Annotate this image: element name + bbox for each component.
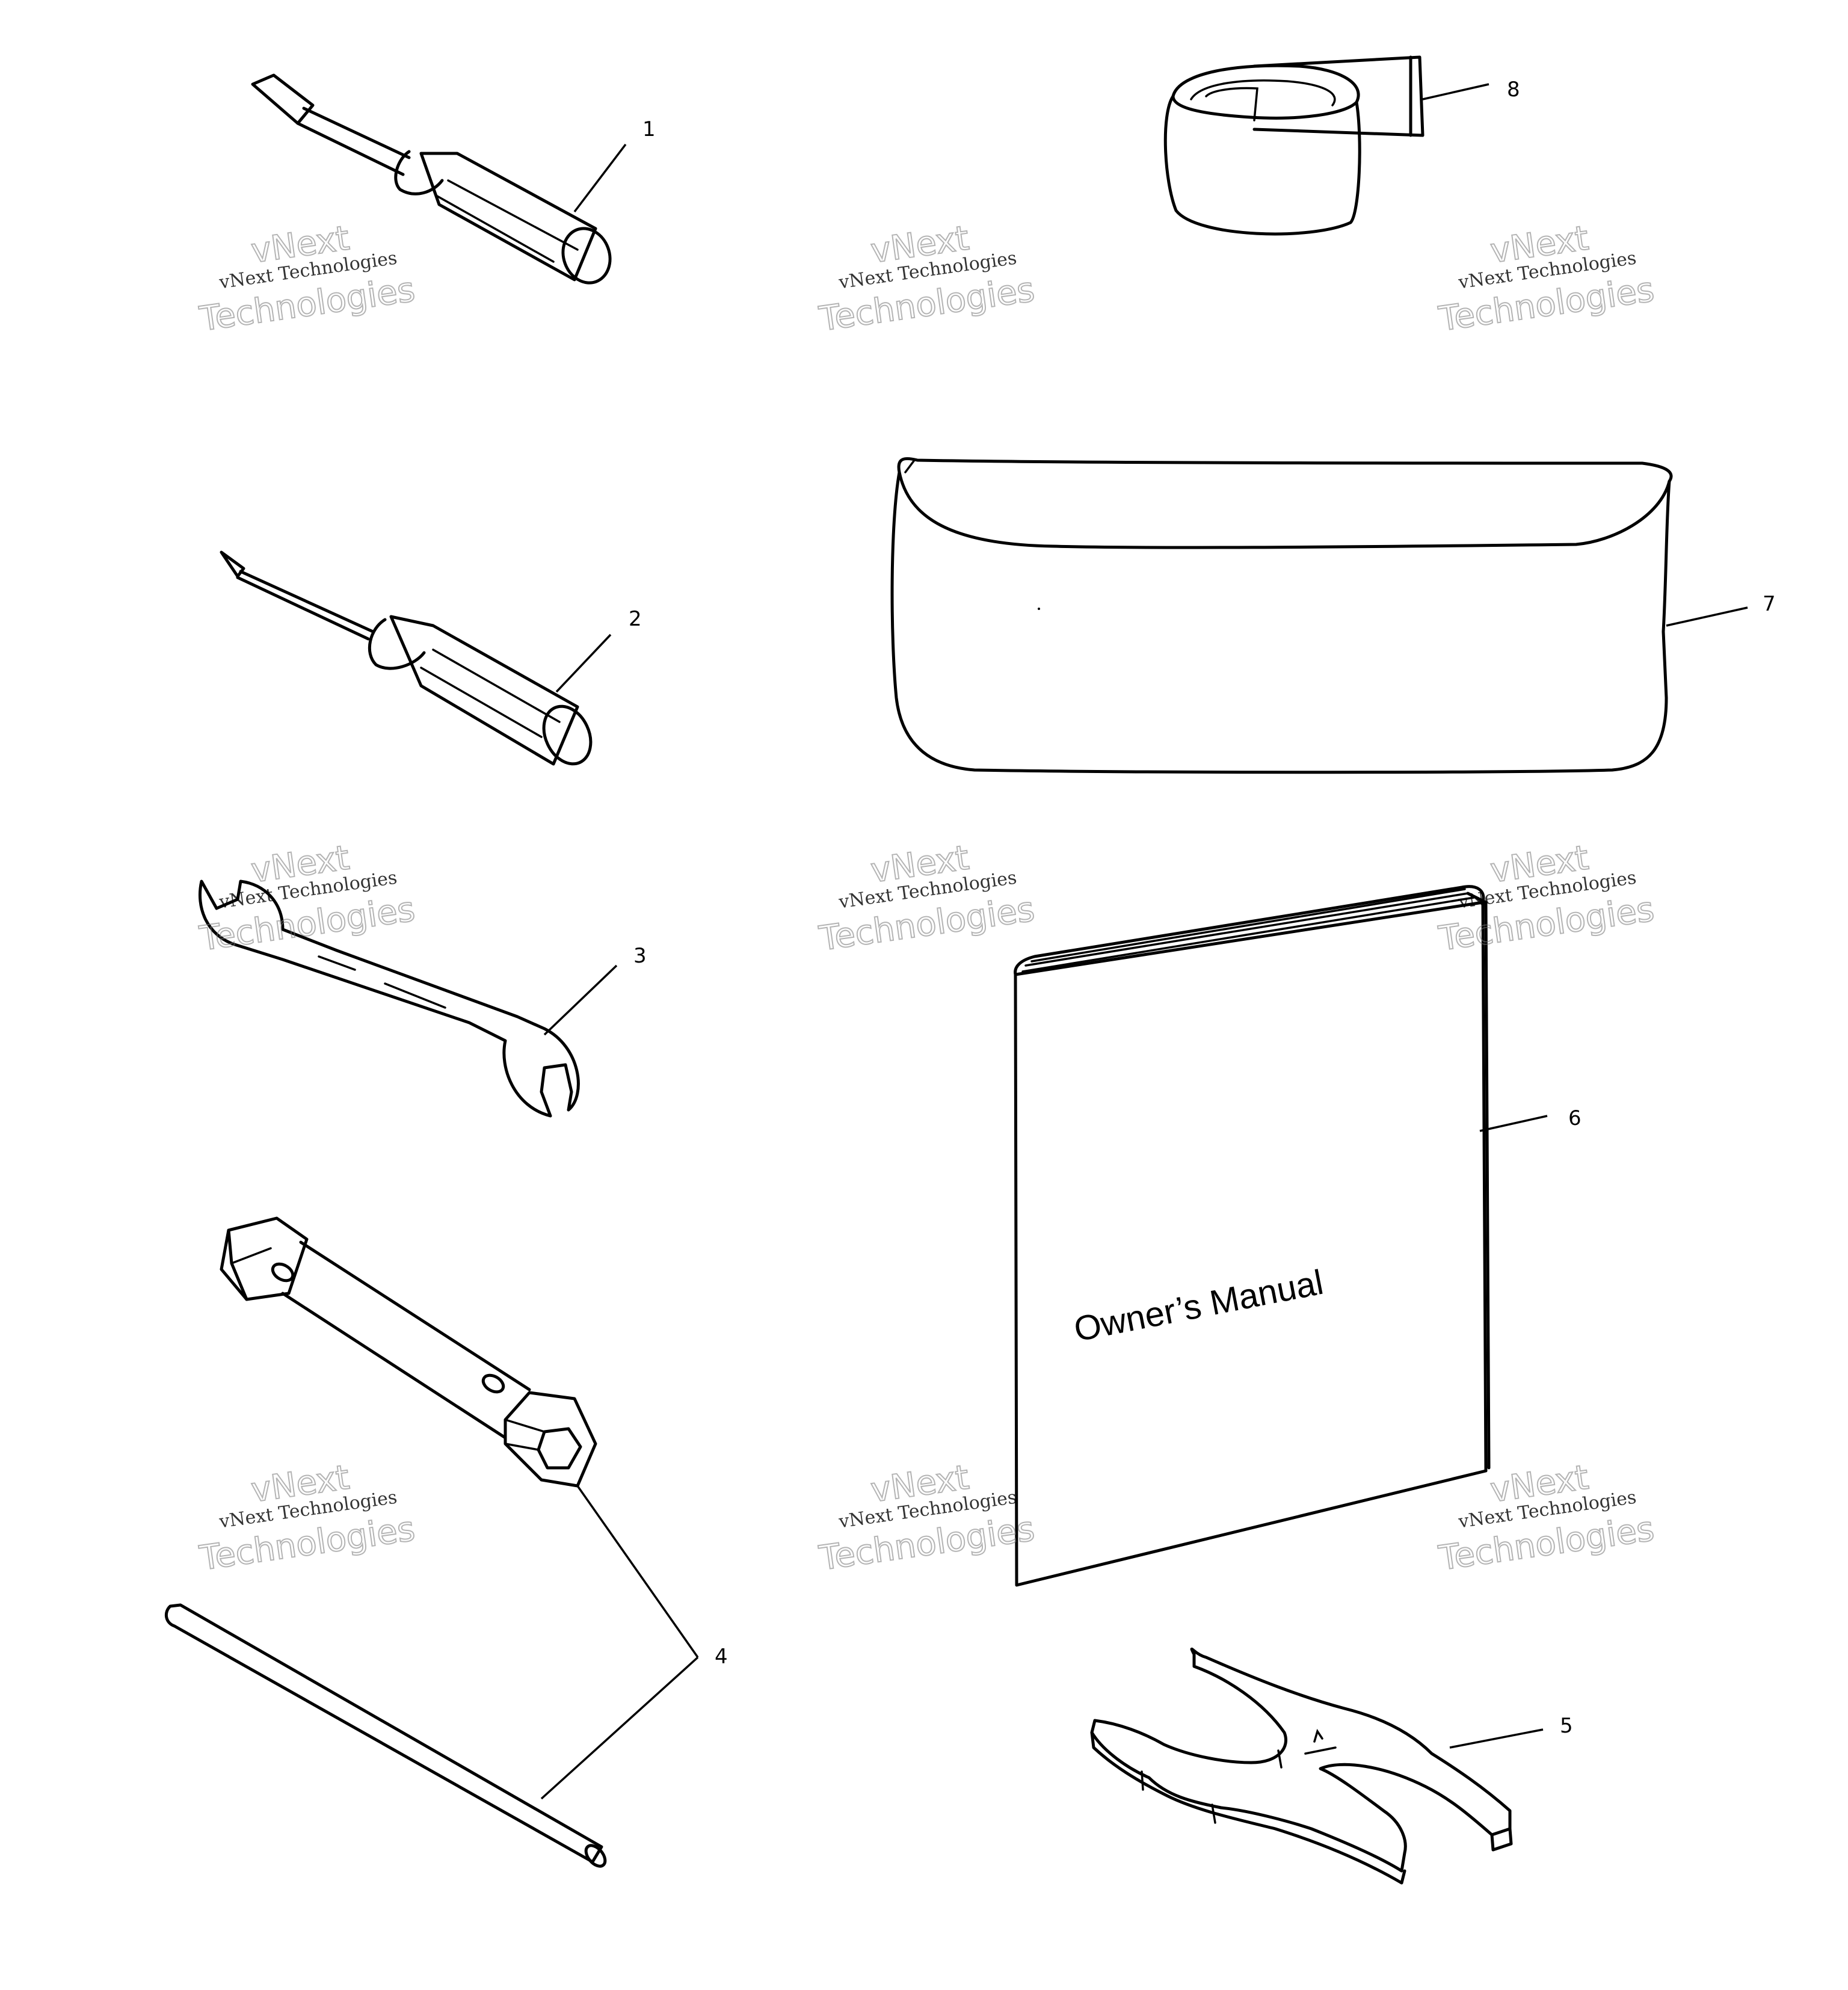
callout-2: 2 [629, 607, 642, 631]
part-2-awl-screwdriver: 2 [220, 550, 642, 766]
callout-7: 7 [1763, 592, 1776, 616]
part-5-spanner-plate: 5 [1090, 1647, 1573, 1885]
watermark-8: vNext Technologies vNext Technologies [816, 1457, 1037, 1579]
watermark-5: vNext Technologies vNext Technologies [816, 837, 1037, 959]
part-6-owners-manual: 6 Owner’s Manual [1014, 885, 1582, 1587]
part-4-plug-wrench-and-bar: 4 [164, 1216, 728, 1868]
callout-4: 4 [715, 1645, 728, 1669]
part-1-screwdriver: 1 [251, 73, 656, 285]
callout-6: 6 [1568, 1106, 1582, 1130]
part-8-strap: 8 [1163, 55, 1520, 236]
callout-1: 1 [642, 117, 656, 141]
callout-3: 3 [633, 944, 647, 968]
part-3-wrench: 3 [198, 879, 647, 1118]
part-7-tool-pouch: 7 [890, 457, 1776, 774]
watermark-2: vNext Technologies vNext Technologies [816, 218, 1037, 339]
watermark-3: vNext Technologies vNext Technologies [1435, 218, 1657, 339]
callout-5: 5 [1560, 1714, 1573, 1738]
watermark-4: vNext Technologies vNext Technologies [196, 837, 417, 959]
watermark-1: vNext Technologies vNext Technologies [196, 218, 417, 339]
callout-8: 8 [1507, 78, 1520, 102]
watermark-7: vNext Technologies vNext Technologies [196, 1457, 417, 1579]
watermark-6: vNext Technologies vNext Technologies [1435, 837, 1657, 959]
